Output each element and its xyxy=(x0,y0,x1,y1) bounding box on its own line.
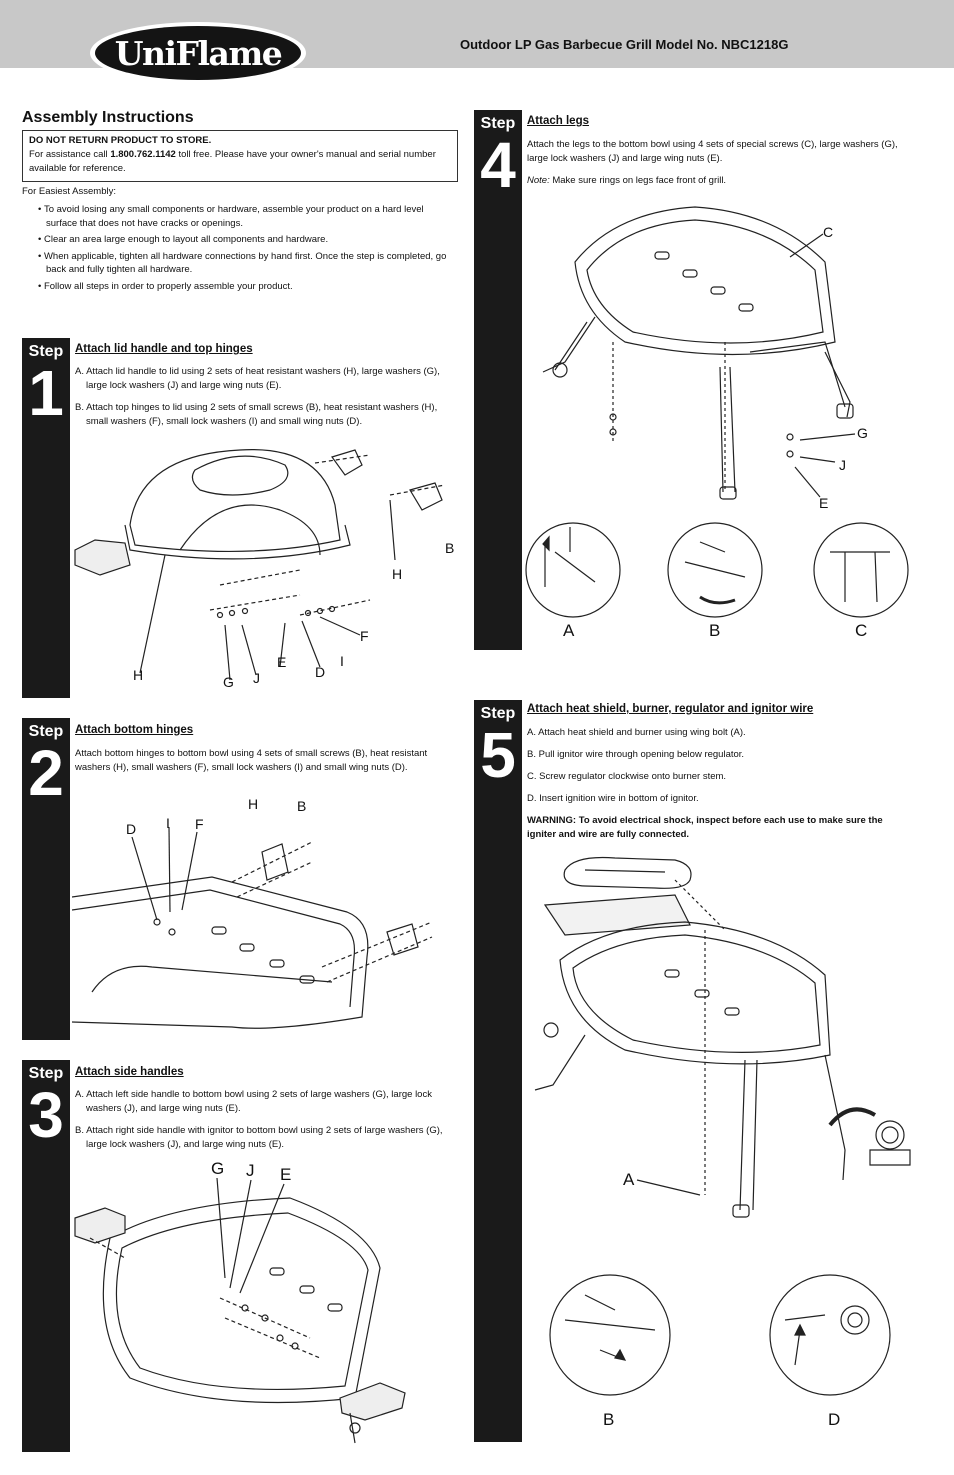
tips-list: To avoid losing any small components or … xyxy=(36,203,456,296)
step-2-diagram: D I F H B xyxy=(72,792,462,1034)
brand-name: UniFlame xyxy=(114,33,283,73)
step-4-title: Attach legs xyxy=(527,115,589,127)
step-5-title: Attach heat shield, burner, regulator an… xyxy=(527,703,814,715)
easiest-assembly-label: For Easiest Assembly: xyxy=(22,186,116,197)
step-5-text: A. Attach heat shield and burner using w… xyxy=(527,726,912,850)
notice-body: For assistance call 1.800.762.1142 toll … xyxy=(29,149,436,174)
label-e: E xyxy=(280,1165,291,1184)
step-3-diagram: G J E xyxy=(70,1158,465,1448)
label-i: I xyxy=(166,815,170,831)
detail-label-a: A xyxy=(563,621,575,640)
notice-box: DO NOT RETURN PRODUCT TO STORE. For assi… xyxy=(22,130,458,182)
label-j: J xyxy=(253,670,260,686)
step-2-title: Attach bottom hinges xyxy=(75,724,194,736)
step-number: 5 xyxy=(480,719,516,791)
warning-text: WARNING: To avoid electrical shock, insp… xyxy=(527,815,883,840)
label-e: E xyxy=(819,495,828,511)
phone-number: 1.800.762.1142 xyxy=(110,149,176,160)
label-j: J xyxy=(246,1161,255,1180)
step-number: 2 xyxy=(28,737,64,809)
label-g: G xyxy=(857,425,868,441)
label-j: J xyxy=(839,457,846,473)
tip-item: When applicable, tighten all hardware co… xyxy=(36,250,456,277)
label-a: A xyxy=(623,1170,635,1189)
model-title: Outdoor LP Gas Barbecue Grill Model No. … xyxy=(460,37,789,52)
step-2-bar: Step 2 xyxy=(22,718,70,1040)
label-b: B xyxy=(297,798,306,814)
step-1-text: A. Attach lid handle to lid using 2 sets… xyxy=(75,366,440,427)
step-4-bar: Step 4 xyxy=(474,110,522,650)
tip-item: Clear an area large enough to layout all… xyxy=(36,233,456,247)
step-label: Step xyxy=(480,705,516,722)
step-1-bar: Step 1 xyxy=(22,338,70,698)
step-3-bar: Step 3 xyxy=(22,1060,70,1452)
label-g: G xyxy=(223,674,234,690)
label-g: G xyxy=(211,1159,224,1178)
step-3-title: Attach side handles xyxy=(75,1066,184,1078)
note-label: Note: xyxy=(527,175,550,186)
detail-label-b: B xyxy=(603,1410,614,1429)
uniflame-logo: UniFlame xyxy=(90,22,306,84)
step-number: 3 xyxy=(28,1079,64,1151)
assembly-title: Assembly Instructions xyxy=(22,109,194,126)
step-number: 4 xyxy=(480,129,516,201)
label-h: H xyxy=(248,796,258,812)
tip-item: To avoid losing any small components or … xyxy=(36,203,456,230)
label-b: B xyxy=(445,540,454,556)
step-label: Step xyxy=(480,115,516,132)
detail-label-b: B xyxy=(709,621,720,640)
step-label: Step xyxy=(28,723,64,740)
label-f: F xyxy=(360,628,369,644)
label-c: C xyxy=(823,224,833,240)
step-5-diagram: A B D xyxy=(525,850,940,1440)
label-h-left: H xyxy=(133,667,143,683)
step-label: Step xyxy=(28,343,64,360)
step-1-diagram: B H F I E D H G J xyxy=(70,435,465,695)
step-2-text: Attach bottom hinges to bottom bowl usin… xyxy=(75,748,428,773)
detail-label-d: D xyxy=(828,1410,840,1429)
step-label: Step xyxy=(28,1065,64,1082)
label-h: H xyxy=(392,566,402,582)
step-3-text: A. Attach left side handle to bottom bow… xyxy=(75,1089,443,1150)
tip-item: Follow all steps in order to properly as… xyxy=(36,280,456,294)
step-4-text: Attach the legs to the bottom bowl using… xyxy=(527,139,898,186)
step-4-diagram: C G J E A B C xyxy=(525,192,940,642)
header-bar: UniFlame Outdoor LP Gas Barbecue Grill M… xyxy=(0,0,954,84)
step-number: 1 xyxy=(28,357,64,429)
step-5-bar: Step 5 xyxy=(474,700,522,1442)
label-i: I xyxy=(340,653,344,669)
detail-label-c: C xyxy=(855,621,867,640)
step-1-title: Attach lid handle and top hinges xyxy=(75,343,253,355)
label-d: D xyxy=(315,664,325,680)
label-e: E xyxy=(277,654,286,670)
label-d: D xyxy=(126,821,136,837)
label-f: F xyxy=(195,816,204,832)
notice-heading: DO NOT RETURN PRODUCT TO STORE. xyxy=(29,135,212,146)
